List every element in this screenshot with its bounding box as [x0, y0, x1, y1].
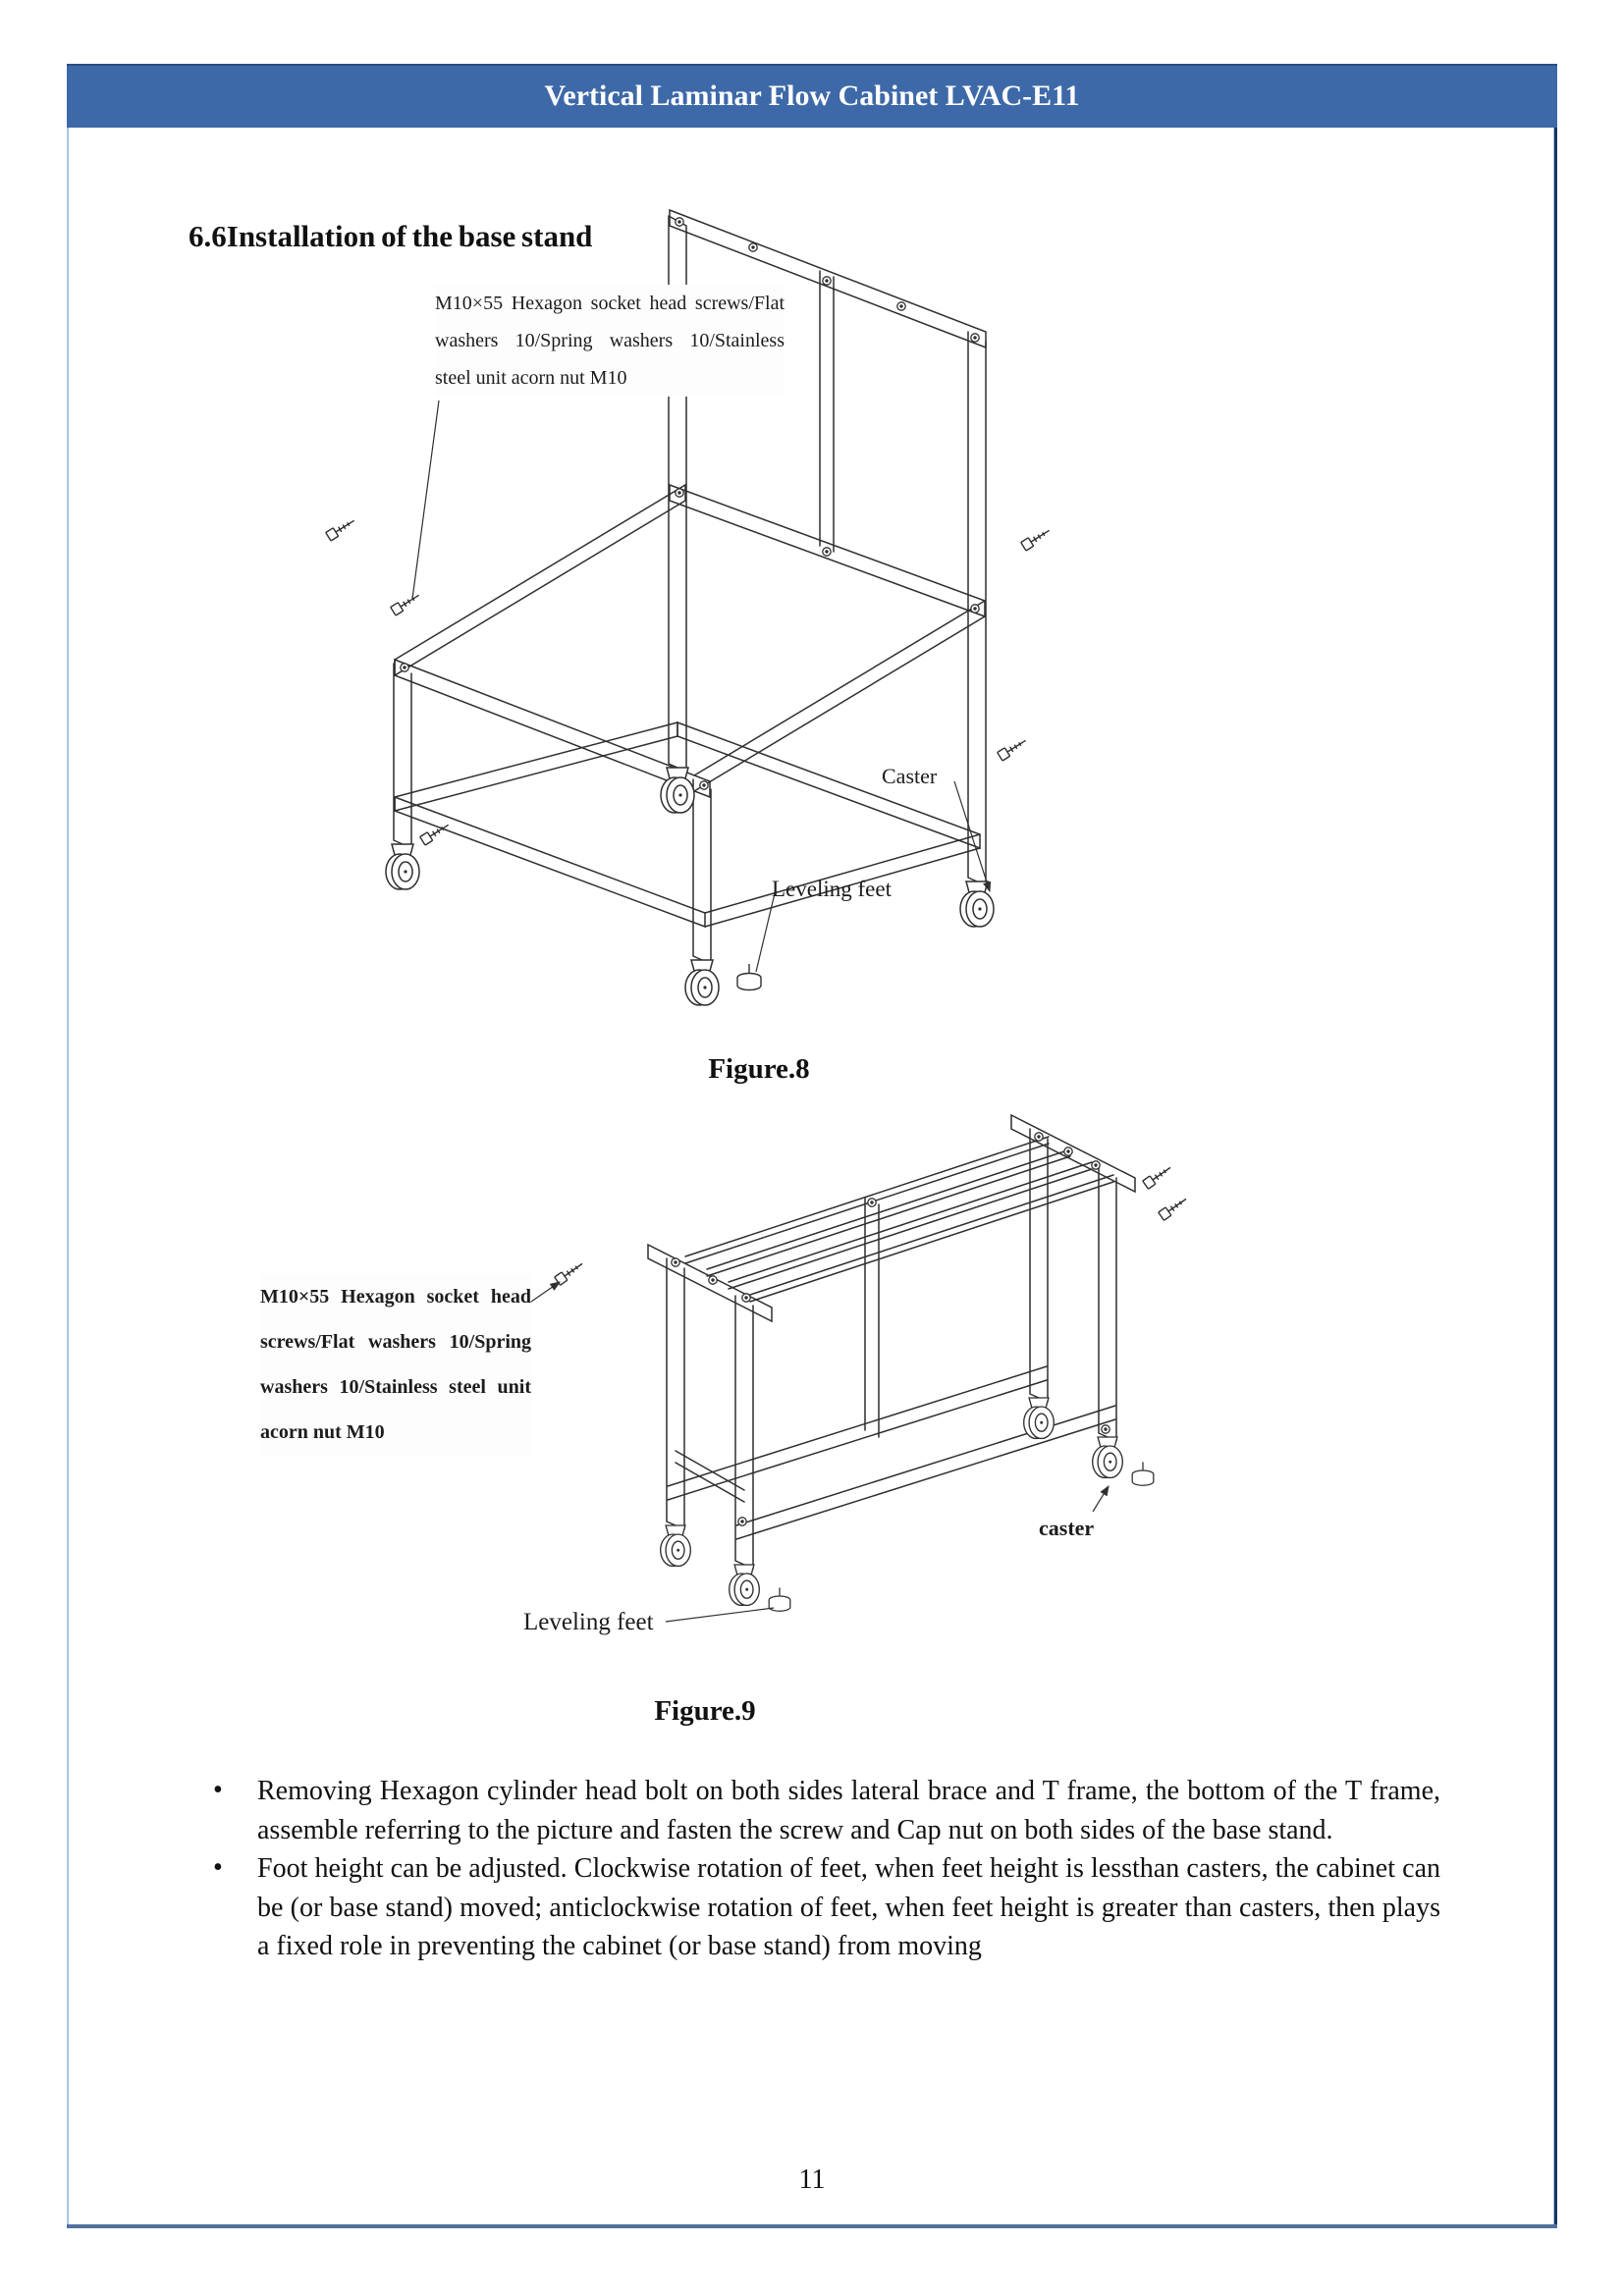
- caster-wheels: [385, 767, 995, 1006]
- annotation-line: M10×55 Hexagon socket head: [260, 1286, 531, 1308]
- figure8-leader-lines: [411, 400, 992, 973]
- base-stand-frame-iso: [393, 208, 987, 965]
- annotation-line: acorn nut M10: [260, 1421, 385, 1443]
- section-heading: 6.6Installation of the base stand: [189, 219, 593, 253]
- leveling-feet-label: Leveling feet: [772, 877, 892, 901]
- leveling-foot: [768, 1461, 1155, 1612]
- document-frame: Vertical Laminar Flow Cabinet LVAC-E11 6…: [67, 64, 1557, 2228]
- page-border-right-light: [1553, 64, 1554, 2228]
- figure9-caption: Figure.9: [654, 1695, 756, 1727]
- instruction-item: Removing Hexagon cylinder head bolt on b…: [211, 1771, 1440, 1849]
- figure8-annotation: M10×55 Hexagon socket head screws/Flat w…: [435, 285, 785, 397]
- page-number: 11: [798, 2164, 826, 2195]
- page-border-right-dark: [1554, 64, 1557, 2228]
- figure9-annotation: M10×55 Hexagon socket head screws/Flat w…: [260, 1274, 531, 1455]
- annotation-line: washers 10/Stainless steel unit: [260, 1376, 531, 1398]
- figure9-drawing: [530, 1113, 1190, 1623]
- figure9-leader-lines: [530, 1281, 1110, 1623]
- annotation-line: screws/Flat washers 10/Spring: [260, 1331, 531, 1353]
- instruction-list: Removing Hexagon cylinder head bolt on b…: [211, 1771, 1440, 1966]
- page-border-bottom: [67, 2224, 1557, 2228]
- page-border-left: [67, 64, 69, 2228]
- annotation-line: steel unit acorn nut M10: [435, 367, 627, 389]
- caster-label: Caster: [882, 764, 938, 788]
- leveling-feet-label: Leveling feet: [523, 1609, 654, 1635]
- caster-label: caster: [1039, 1516, 1095, 1540]
- figure8-drawing: [325, 208, 1054, 1006]
- figure8-caption: Figure.8: [708, 1053, 810, 1085]
- instruction-item: Foot height can be adjusted. Clockwise r…: [211, 1848, 1440, 1966]
- base-stand-frame-end-view: [647, 1113, 1136, 1570]
- header-bar: Vertical Laminar Flow Cabinet LVAC-E11: [67, 64, 1557, 128]
- annotation-line: washers 10/Spring washers 10/Stainless: [435, 330, 785, 351]
- document-title: Vertical Laminar Flow Cabinet LVAC-E11: [544, 80, 1080, 112]
- annotation-line: M10×55 Hexagon socket head screws/Flat: [435, 293, 785, 314]
